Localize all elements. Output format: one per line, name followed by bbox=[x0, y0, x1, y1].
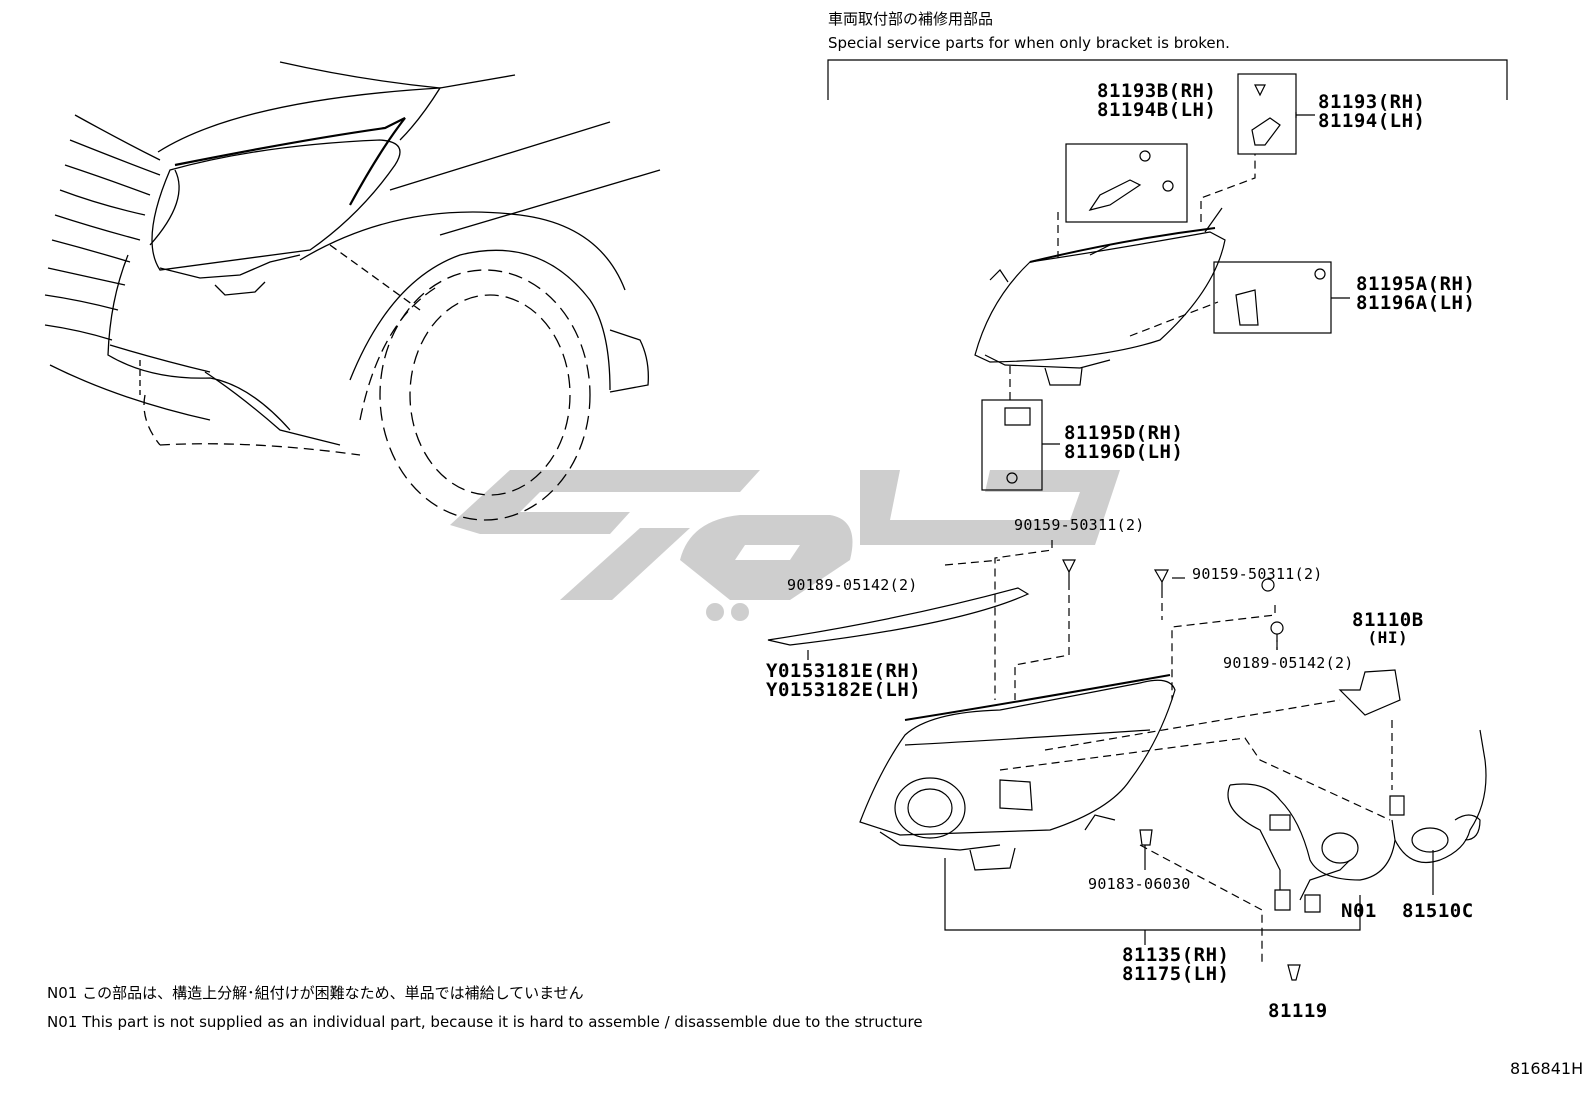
note-japanese: N01 この部品は、構造上分解･組付けが困難なため、単品では補給していません bbox=[47, 984, 584, 1002]
header-japanese: 車両取付部の補修用部品 bbox=[828, 10, 994, 28]
label-81135-rh: 81135(RH) bbox=[1122, 944, 1230, 966]
note-english: N01 This part is not supplied as an indi… bbox=[47, 1013, 923, 1031]
label-Y015: Y0153181E(RH) Y0153182E(LH) bbox=[766, 662, 921, 700]
label-81193-lh: 81194(LH) bbox=[1318, 110, 1426, 132]
header-english: Special service parts for when only brac… bbox=[828, 34, 1230, 52]
label-81193B-lh: 81194B(LH) bbox=[1097, 99, 1217, 121]
label-81193-rh: 81193(RH) bbox=[1318, 91, 1426, 113]
label-81110B-hi: (HI) bbox=[1367, 628, 1409, 647]
label-Y015-lh: Y0153182E(LH) bbox=[766, 679, 922, 701]
label-81195D-rh: 81195D(RH) bbox=[1064, 422, 1184, 444]
label-81195A-lh: 81196A(LH) bbox=[1356, 292, 1476, 314]
label-90159-b: 90159-50311(2) bbox=[1192, 565, 1323, 583]
label-N01: N01 bbox=[1341, 900, 1377, 922]
label-81195A-rh: 81195A(RH) bbox=[1356, 273, 1476, 295]
label-81135-lh: 81175(LH) bbox=[1122, 963, 1230, 985]
vehicle-outline bbox=[44, 61, 661, 521]
diagram-code: 816841H bbox=[1510, 1059, 1584, 1078]
label-81195D-lh: 81196D(LH) bbox=[1064, 441, 1184, 463]
main-assembly bbox=[767, 540, 1487, 981]
label-81195A: 81195A(RH) 81196A(LH) bbox=[1356, 275, 1475, 313]
label-81193: 81193(RH) 81194(LH) bbox=[1318, 93, 1425, 131]
label-81119: 81119 bbox=[1268, 1000, 1328, 1022]
label-81510C: 81510C bbox=[1402, 900, 1474, 922]
label-Y015-rh: Y0153181E(RH) bbox=[766, 660, 922, 682]
label-81193B-rh: 81193B(RH) bbox=[1097, 80, 1217, 102]
label-81110B: 81110B (HI) bbox=[1352, 611, 1424, 646]
label-81110B-num: 81110B bbox=[1352, 609, 1424, 631]
label-81195D: 81195D(RH) 81196D(LH) bbox=[1064, 424, 1183, 462]
label-81135: 81135(RH) 81175(LH) bbox=[1122, 946, 1229, 984]
label-81193B: 81193B(RH) 81194B(LH) bbox=[1097, 82, 1216, 120]
watermark-logo bbox=[450, 470, 1120, 621]
label-90183: 90183-06030 bbox=[1088, 875, 1191, 893]
label-90189-b: 90189-05142(2) bbox=[1223, 654, 1354, 672]
label-90189-a: 90189-05142(2) bbox=[787, 576, 918, 594]
bracket-section bbox=[827, 59, 1508, 491]
label-90159-a: 90159-50311(2) bbox=[1014, 516, 1145, 534]
